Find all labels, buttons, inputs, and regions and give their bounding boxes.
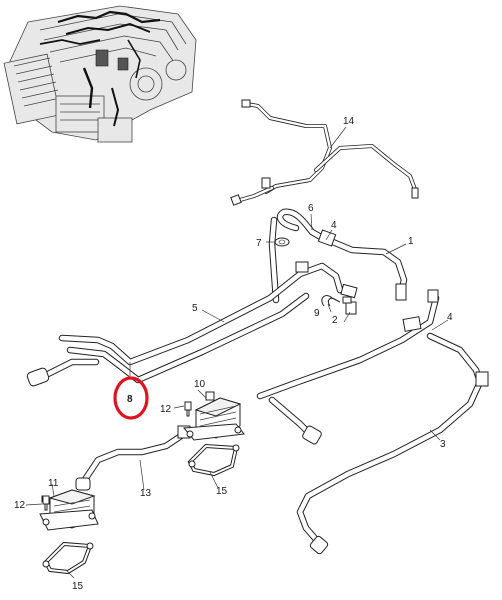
callout-12-upper: 12	[160, 404, 172, 415]
callout-2: 2	[332, 315, 338, 326]
leader-lines	[25, 126, 449, 579]
callout-labels: 14 6 4 1 7 5 9 2 4 3 10 12 15 13 11 12 1…	[14, 116, 453, 592]
callout-4-right: 4	[447, 312, 453, 323]
callout-6: 6	[308, 203, 314, 214]
callout-1: 1	[408, 236, 414, 247]
callout-5: 5	[192, 303, 198, 314]
callout-13: 13	[140, 488, 152, 499]
callout-12-lower: 12	[14, 500, 26, 511]
cooler-10	[182, 391, 245, 441]
highlight-part-8: 8	[113, 376, 149, 420]
callout-15-upper: 15	[216, 486, 228, 497]
pipe-5	[26, 261, 344, 387]
callout-14: 14	[343, 116, 355, 127]
bolts-12	[42, 401, 192, 511]
callout-7: 7	[256, 238, 262, 249]
gasket-15-lower	[42, 541, 94, 575]
engine-thumbnail	[3, 5, 197, 143]
callout-15-lower: 15	[72, 581, 84, 592]
callout-11: 11	[48, 478, 59, 489]
gasket-15-upper	[187, 443, 240, 477]
callout-8: 8	[127, 394, 133, 405]
hose-14	[230, 99, 419, 206]
small-parts	[274, 237, 358, 315]
callout-10: 10	[194, 379, 206, 390]
callout-3: 3	[440, 439, 446, 450]
callout-4-upper: 4	[331, 220, 337, 231]
hose-13	[75, 425, 191, 491]
callout-9: 9	[314, 308, 320, 319]
pipe-1-3	[256, 283, 489, 555]
